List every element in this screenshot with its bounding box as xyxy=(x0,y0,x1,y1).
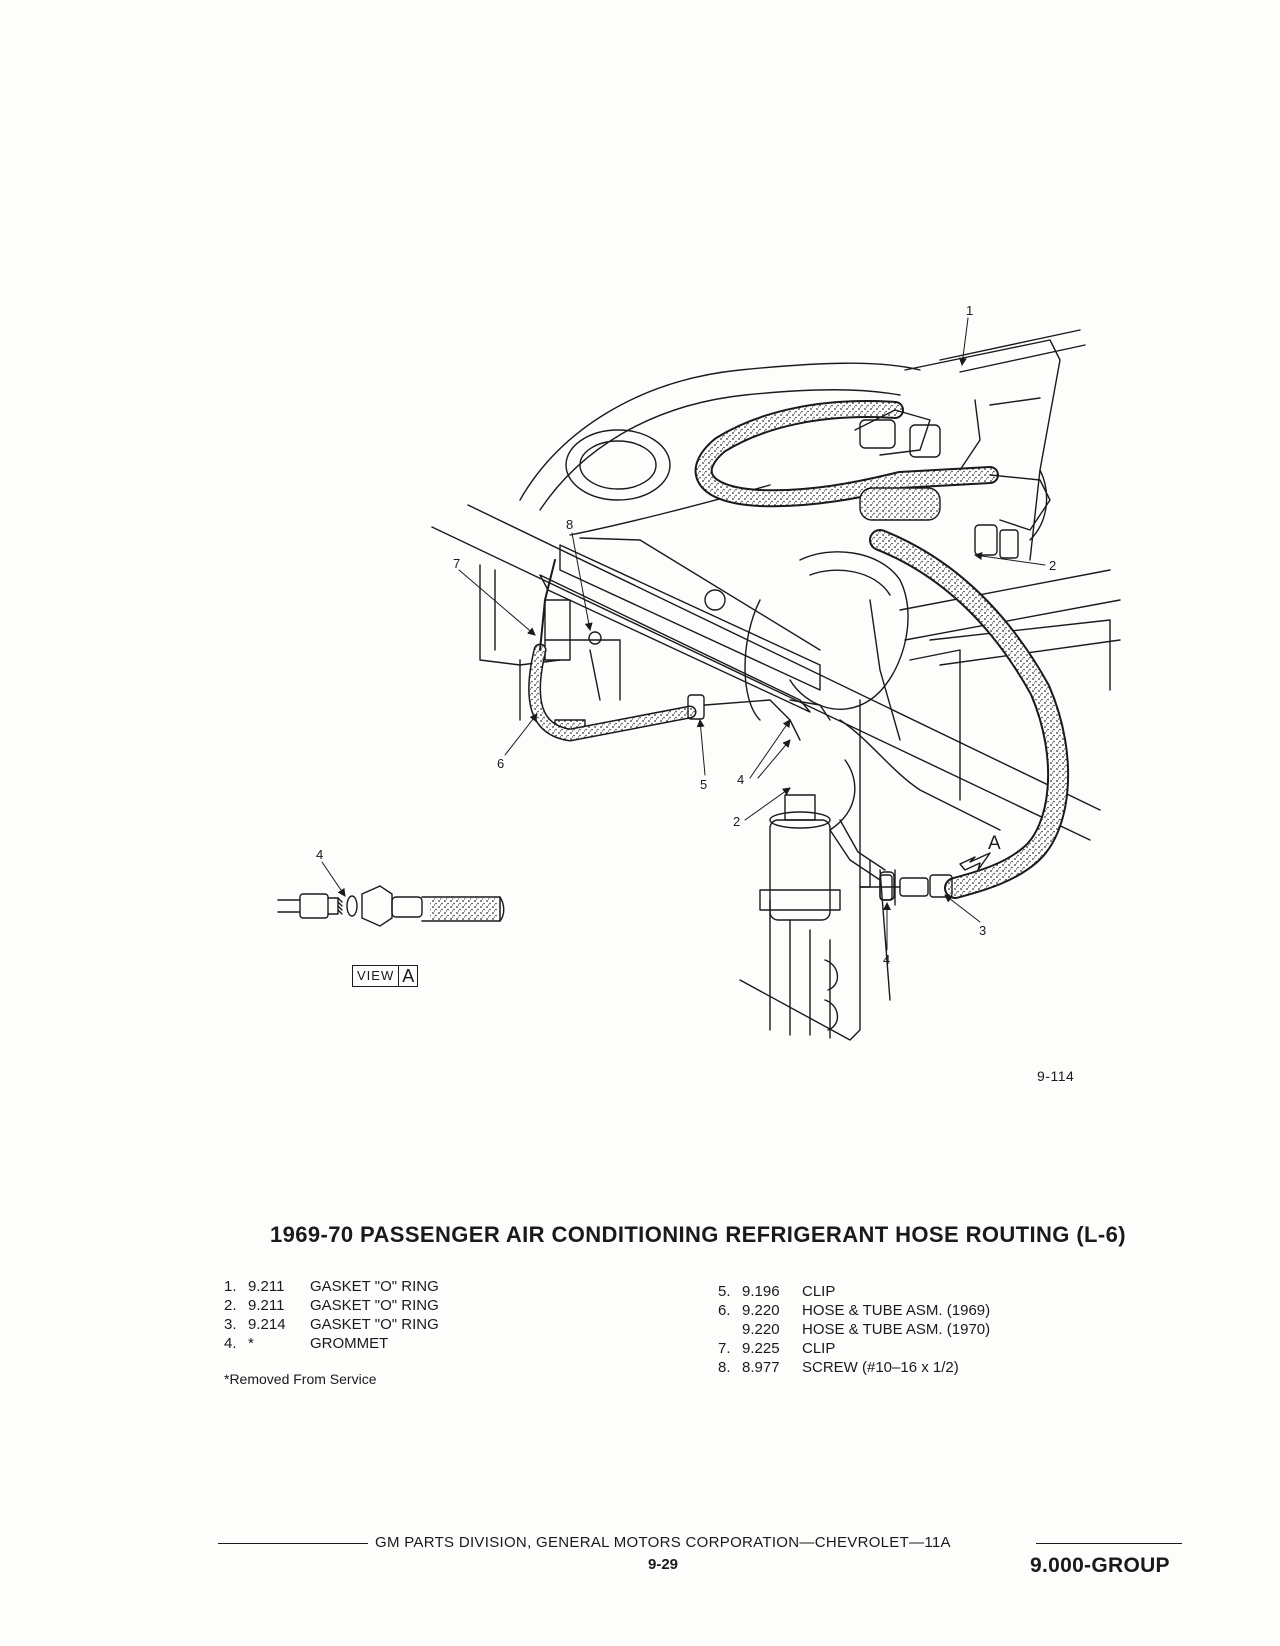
part-number: 9.220 xyxy=(742,1302,780,1319)
part-index: 2. xyxy=(224,1297,237,1314)
figure-number: 9-114 xyxy=(1037,1068,1075,1084)
parts-row: 2. 9.211 GASKET "O" RING xyxy=(224,1296,439,1315)
callout-leaders xyxy=(321,317,1046,951)
part-index: 1. xyxy=(224,1278,237,1295)
part-index: 6. xyxy=(718,1302,731,1319)
part-number: * xyxy=(248,1335,254,1352)
part-index: 8. xyxy=(718,1359,731,1376)
part-description: HOSE & TUBE ASM. (1969) xyxy=(802,1302,991,1319)
part-number: 9.211 xyxy=(248,1278,285,1295)
view-a-arrow xyxy=(959,852,991,871)
parts-row: 4. * GROMMET xyxy=(224,1334,439,1353)
part-number: 9.225 xyxy=(742,1340,780,1357)
part-index: 4. xyxy=(224,1335,237,1352)
part-number: 9.196 xyxy=(742,1283,780,1300)
part-description: SCREW (#10–16 x 1/2) xyxy=(802,1359,959,1376)
upper-hose xyxy=(694,399,1051,559)
part-index: 3. xyxy=(224,1316,237,1333)
callout-4-lower: 4 xyxy=(883,952,890,967)
view-a-label: VIEW A xyxy=(352,965,419,987)
callout-7: 7 xyxy=(453,556,460,571)
part-index: 5. xyxy=(718,1283,731,1300)
callout-labels: 1 2 2 3 4 4 4 5 6 7 8 A xyxy=(316,303,1056,967)
part-description: GASKET "O" RING xyxy=(310,1297,439,1314)
group-label: 9.000-GROUP xyxy=(1030,1554,1170,1577)
hose-tube-assembly xyxy=(528,559,831,742)
parts-row: 3. 9.214 GASKET "O" RING xyxy=(224,1315,439,1334)
part-description: GROMMET xyxy=(310,1335,389,1352)
parts-row: 5. 9.196 CLIP xyxy=(718,1282,990,1301)
parts-row: 6. 9.220 HOSE & TUBE ASM. (1969) xyxy=(718,1301,990,1320)
part-number: 9.214 xyxy=(248,1316,286,1333)
part-number: 9.220 xyxy=(742,1321,780,1338)
callout-4-middle: 4 xyxy=(737,772,744,787)
part-number: 8.977 xyxy=(742,1359,780,1376)
callout-1: 1 xyxy=(966,303,973,318)
part-description: HOSE & TUBE ASM. (1970) xyxy=(802,1321,991,1338)
footnote: *Removed From Service xyxy=(224,1371,377,1387)
callout-6: 6 xyxy=(497,756,504,771)
radiator-support-rail xyxy=(431,504,1101,841)
callout-2-upper: 2 xyxy=(1049,558,1056,573)
footer-rule-left xyxy=(218,1543,368,1544)
page-number: 9-29 xyxy=(648,1556,679,1573)
callout-2-lower: 2 xyxy=(733,814,740,829)
footer-rule-right xyxy=(1036,1543,1182,1544)
view-label-letter: A xyxy=(398,966,417,986)
view-arrow-letter: A xyxy=(988,833,1001,854)
parts-row: 1. 9.211 GASKET "O" RING xyxy=(224,1277,439,1296)
radiator-outline xyxy=(739,699,891,1041)
part-number: 9.211 xyxy=(248,1297,285,1314)
view-a-detail xyxy=(277,885,505,927)
callout-5: 5 xyxy=(700,777,707,792)
part-index xyxy=(718,1320,742,1339)
part-description: CLIP xyxy=(802,1340,836,1357)
part-index: 7. xyxy=(718,1340,731,1357)
receiver-dehydrator xyxy=(759,759,856,921)
discharge-hose xyxy=(859,529,1070,901)
parts-row: 8. 8.977 SCREW (#10–16 x 1/2) xyxy=(718,1358,990,1377)
callout-3: 3 xyxy=(979,923,986,938)
footer-publisher: GM PARTS DIVISION, GENERAL MOTORS CORPOR… xyxy=(375,1534,951,1551)
parts-row: 7. 9.225 CLIP xyxy=(718,1339,990,1358)
view-label-word: VIEW xyxy=(357,968,395,983)
callout-4-view: 4 xyxy=(316,847,323,862)
condenser-tube xyxy=(829,819,896,906)
part-description: GASKET "O" RING xyxy=(310,1316,439,1333)
page-title: 1969-70 PASSENGER AIR CONDITIONING REFRI… xyxy=(270,1222,1126,1247)
part-description: CLIP xyxy=(802,1283,836,1300)
callout-8: 8 xyxy=(566,517,573,532)
part-description: GASKET "O" RING xyxy=(310,1278,439,1295)
parts-row: 9.220 HOSE & TUBE ASM. (1970) xyxy=(718,1320,990,1339)
